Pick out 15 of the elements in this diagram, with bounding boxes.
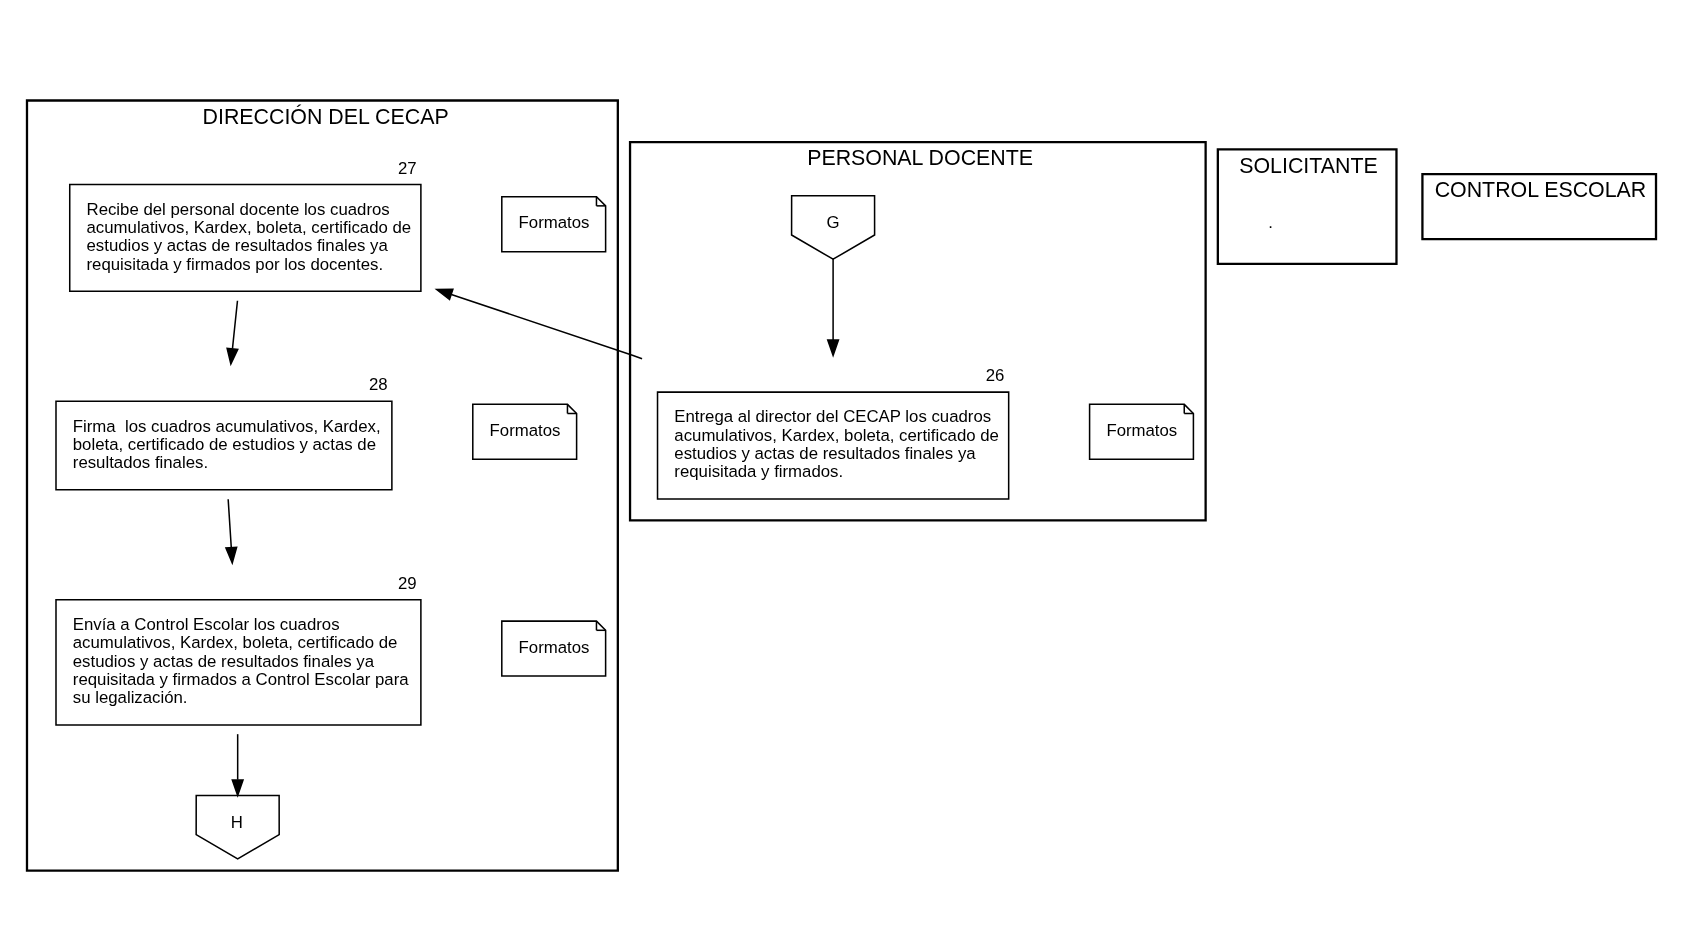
- arrow: [434, 288, 643, 360]
- node-box: Firma los cuadros acumulativos, Kardex, boleta, certificado de estudios y actas de resultados finales.: [55, 400, 393, 491]
- node-label: 29: [397, 573, 417, 593]
- label: .: [1268, 213, 1273, 233]
- node-label: 27: [397, 158, 417, 178]
- node-box: CONTROL ESCOLAR: [1421, 172, 1658, 241]
- node-box: Entrega al director del CECAP los cuadros acumulativos, Kardex, boleta, certificado de estudios y actas de resultados finales ya requisitada y firmados.: [656, 391, 1010, 500]
- node-box: Recibe del personal docente los cuadros acumulativos, Kardex, boleta, certificado de estudios y actas de resultados finales ya requisitada y firmados por los docentes.: [68, 183, 422, 293]
- node-label: 28: [368, 375, 388, 395]
- arrow: [224, 498, 238, 566]
- arrow: [226, 299, 239, 367]
- node-box: Envía a Control Escolar los cuadros acumulativos, Kardex, boleta, certificado de estudios y actas de resultados finales ya requisitada y firmados a Control Escolar para su legalización.: [55, 599, 422, 726]
- arrow: [231, 733, 245, 798]
- node-label: 26: [985, 366, 1005, 386]
- arrow: [826, 258, 840, 358]
